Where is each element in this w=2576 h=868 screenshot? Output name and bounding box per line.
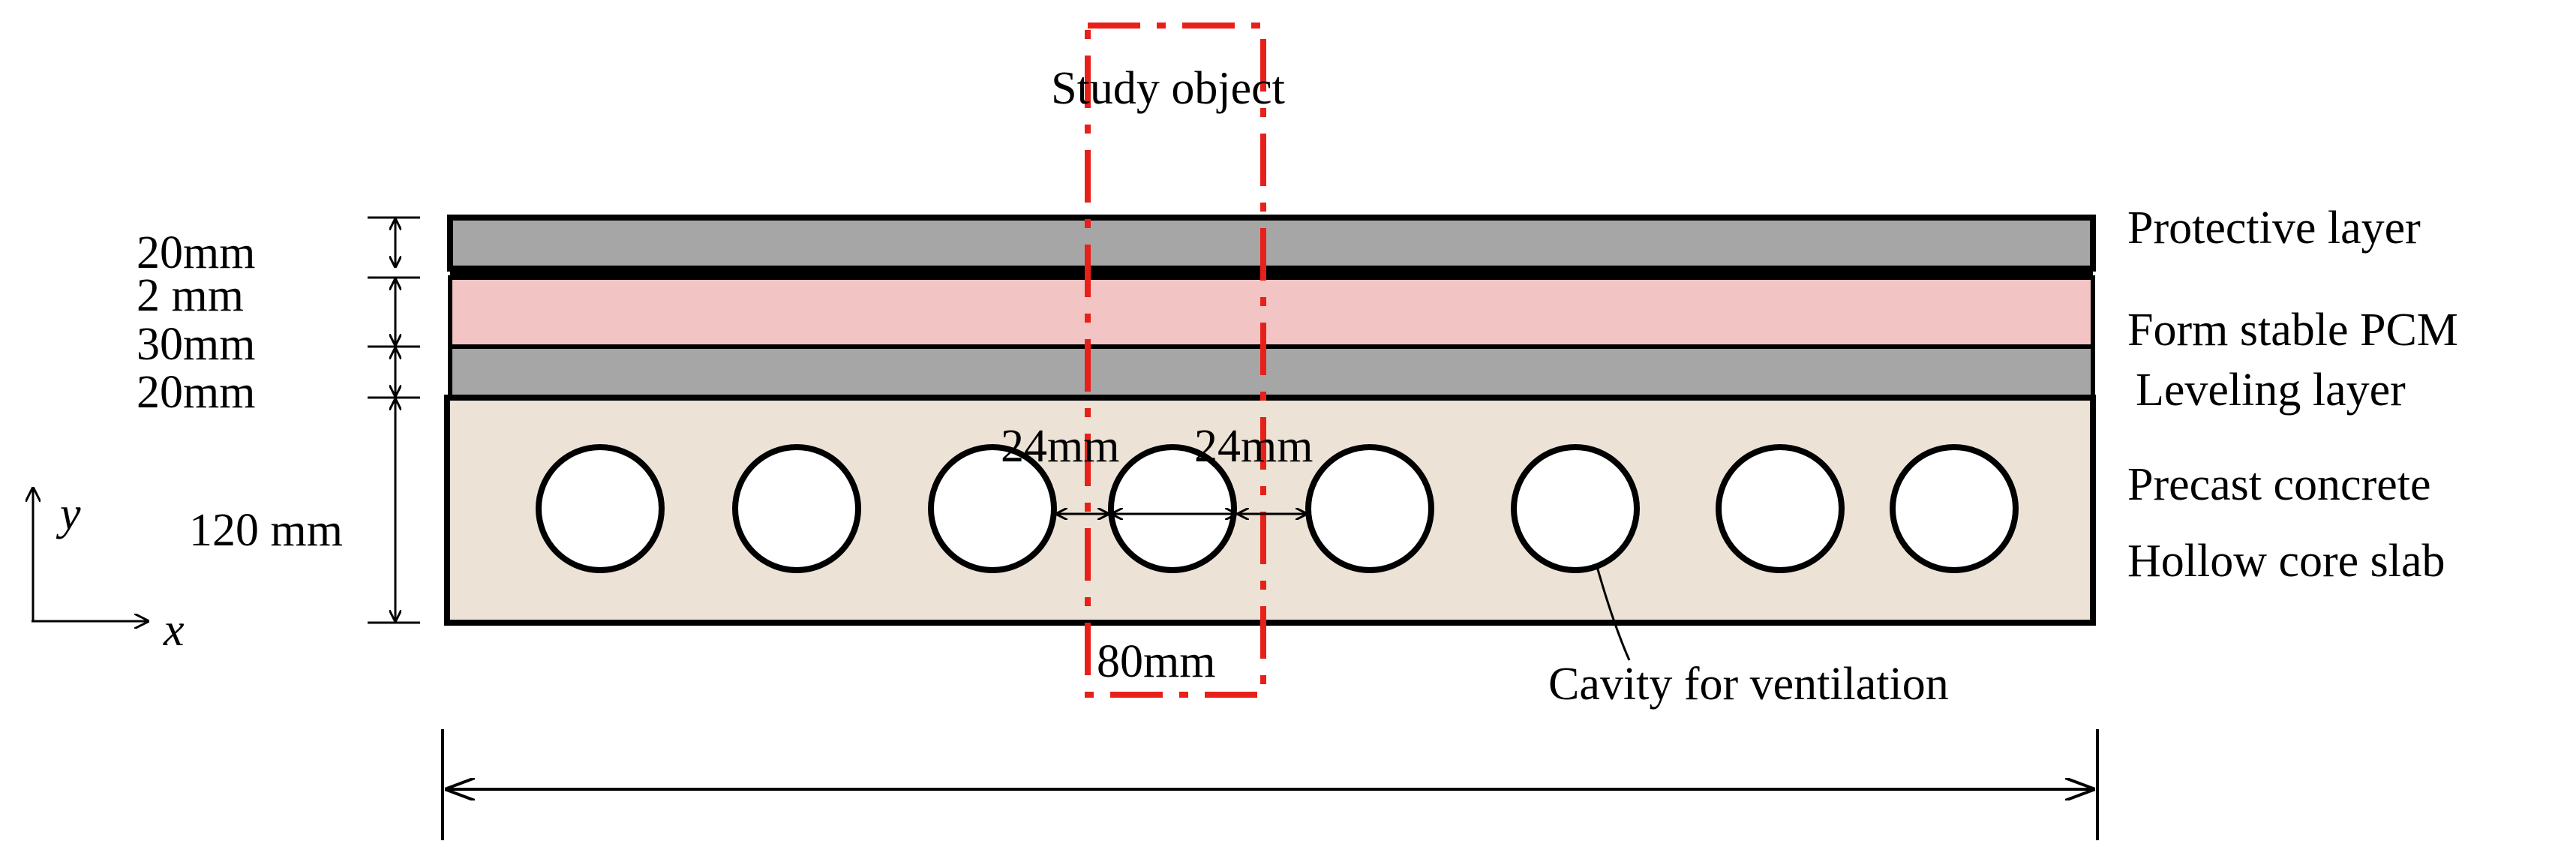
hollow-core-slab-label: Hollow core slab [2127,536,2445,587]
cavity-8 [1890,444,2019,573]
study-object-box [1085,23,1266,698]
cavities [536,444,2019,573]
pcm-thickness: 30mm [137,319,255,370]
cavity-5 [1305,444,1434,573]
separator-thickness: 2 mm [137,270,244,321]
x-axis-label: x [163,605,185,656]
leveling-layer [448,344,2095,400]
cavity-6 [1511,444,1640,573]
cavity-for-ventilation-label: Cavity for ventilation [1548,659,1949,710]
cavity-1 [536,444,665,573]
gap-left-label: 24mm [1001,421,1119,472]
study-object-label: Study object [1051,63,1285,114]
form-stable-pcm-label: Form stable PCM [2127,305,2458,356]
cavity-2 [732,444,861,573]
cavity-callout-line [1595,563,1631,661]
pcm-layer [448,275,2095,349]
y-axis-label: y [56,488,81,539]
slab-thickness: 120 mm [189,505,343,556]
coordinate-axes [32,488,149,621]
leveling-thickness: 20mm [137,367,255,418]
leveling-layer-label: Leveling layer [2136,365,2406,416]
cavity-7 [1716,444,1845,573]
protective-thickness: 20mm [137,227,255,278]
thickness-dimension [368,216,420,624]
gap-right-label: 24mm [1194,421,1313,472]
overall-width-dimension [441,729,2099,840]
cavity-diameter-label: 80mm [1097,636,1215,687]
protective-layer [447,215,2096,272]
protective-layer-label: Protective layer [2127,203,2421,254]
precast-concrete-label: Precast concrete [2127,459,2430,510]
cavity-3 [928,444,1057,573]
